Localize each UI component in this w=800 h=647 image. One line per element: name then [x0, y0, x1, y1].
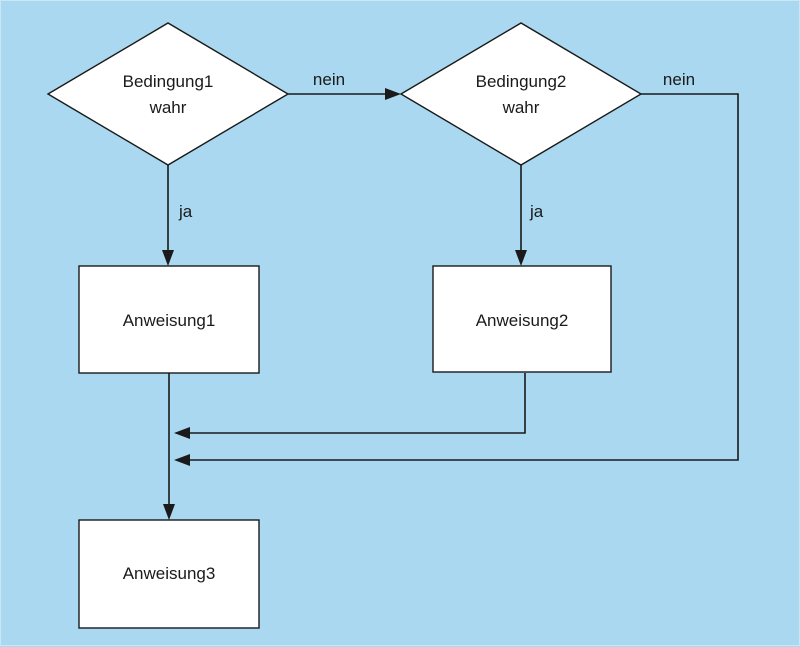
arrowhead-down-icon — [163, 504, 175, 520]
edge-condition2-yes: ja — [515, 165, 544, 266]
decision-condition2-line1: Bedingung2 — [476, 72, 567, 91]
arrowhead-left-icon — [174, 427, 190, 439]
edge-condition1-yes-label: ja — [178, 202, 193, 221]
process-statement2: Anweisung2 — [432, 265, 612, 373]
edge-statement1-statement3 — [163, 373, 175, 520]
decision-condition2-line2: wahr — [502, 98, 540, 117]
edge-statement2-merge — [174, 373, 526, 439]
process-statement3: Anweisung3 — [78, 519, 260, 629]
process-statement2-label: Anweisung2 — [476, 311, 569, 330]
arrowhead-down-icon — [162, 250, 174, 266]
process-statement1: Anweisung1 — [78, 265, 260, 374]
process-statement3-label: Anweisung3 — [123, 564, 216, 583]
edge-condition1-yes: ja — [162, 165, 193, 266]
decision-condition2: Bedingung2 wahr — [399, 22, 643, 166]
arrowhead-right-icon — [385, 88, 401, 100]
process-statement1-label: Anweisung1 — [123, 311, 216, 330]
decision-condition1: Bedingung1 wahr — [46, 22, 290, 166]
edge-condition2-yes-label: ja — [529, 202, 544, 221]
edge-condition2-no-label: nein — [663, 70, 695, 89]
decision-condition1-line1: Bedingung1 — [123, 72, 214, 91]
edge-condition1-no: nein — [288, 70, 401, 100]
decision-condition1-line2: wahr — [149, 98, 187, 117]
edge-condition1-no-label: nein — [313, 70, 345, 89]
arrowhead-down-icon — [515, 250, 527, 266]
edge-condition2-no: nein — [174, 70, 739, 466]
arrowhead-left-icon — [174, 454, 190, 466]
